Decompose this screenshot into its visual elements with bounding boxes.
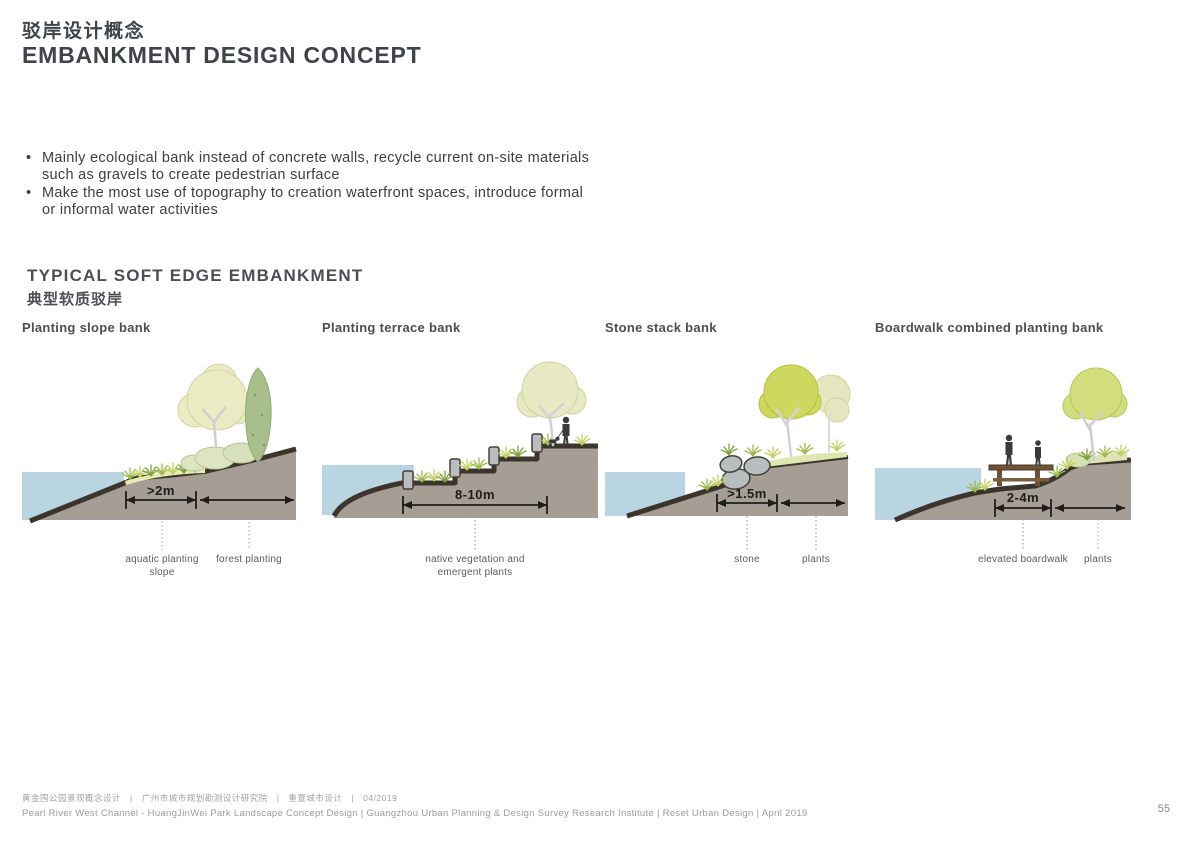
- footer: 黄金围公园景观概念设计 | 广州市城市规划勘测设计研究院 | 重置城市设计 | …: [22, 792, 808, 819]
- diagram-card-planting-slope-bank: Planting slope bank: [22, 318, 300, 593]
- person-icon: [1035, 440, 1041, 465]
- round-tree-icon: [1062, 367, 1128, 462]
- planting-terrace-bank-diagram: 8-10m: [322, 361, 598, 550]
- section-title-en: TYPICAL SOFT EDGE EMBANKMENT: [27, 266, 364, 285]
- footer-line-en: Pearl River West Channel - HuangJinWei P…: [22, 808, 808, 819]
- stacked-stones: [719, 455, 771, 490]
- soil-band-lower: [626, 482, 726, 519]
- dimension-value: >1.5m: [727, 486, 767, 501]
- planting-slope-bank-diagram: >2m: [22, 363, 297, 550]
- soil-band: [893, 457, 1131, 523]
- round-tree-icon: [177, 363, 254, 449]
- page-title-zh: 驳岸设计概念: [22, 21, 146, 42]
- dimension: [402, 496, 548, 514]
- cypress-tree-icon: [245, 367, 272, 463]
- earth: [334, 446, 598, 518]
- person-icon: [1005, 434, 1013, 465]
- page-number: 55: [1157, 803, 1170, 815]
- section-title-zh: 典型软质驳岸: [27, 291, 124, 308]
- person-icon: [556, 416, 570, 446]
- diagram-label: forest planting: [216, 554, 282, 565]
- leader-lines: [1022, 515, 1099, 550]
- diagram-label: stone: [734, 554, 760, 565]
- leader-lines: [161, 505, 250, 550]
- dimension: [994, 499, 1125, 517]
- bullet-item: Mainly ecological bank instead of concre…: [24, 150, 594, 184]
- round-tree-icon: [516, 361, 587, 447]
- bullet-item: Make the most use of topography to creat…: [24, 185, 594, 219]
- pale-tree-icon: [811, 374, 851, 452]
- dimension-value: 2-4m: [1007, 490, 1039, 505]
- diagram-title: Planting terrace bank: [322, 320, 461, 335]
- diagram-card-planting-terrace-bank: Planting terrace bank: [322, 318, 598, 593]
- stone-posts: [402, 433, 543, 490]
- diagram-card-stone-stack-bank: Stone stack bank: [605, 318, 867, 593]
- diagram-label: native vegetation and emergent plants: [425, 554, 525, 578]
- diagram-card-boardwalk-planting-bank: Boardwalk combined planting bank: [875, 318, 1131, 593]
- dimension: [716, 494, 845, 512]
- boardwalk-planting-bank-diagram: 2-4m: [875, 367, 1131, 550]
- diagram-title: Stone stack bank: [605, 320, 717, 335]
- page-title-en: EMBANKMENT DESIGN CONCEPT: [22, 42, 422, 68]
- diagram-label: plants: [802, 554, 830, 565]
- diagram-title: Boardwalk combined planting bank: [875, 320, 1104, 335]
- diagram-title: Planting slope bank: [22, 320, 151, 335]
- diagram-label: elevated boardwalk: [978, 554, 1068, 565]
- stone-stack-bank-diagram: >1.5m: [605, 364, 851, 550]
- footer-line-zh: 黄金围公园景观概念设计 | 广州市城市规划勘测设计研究院 | 重置城市设计 | …: [22, 793, 398, 803]
- diagram-label: aquatic planting slope: [125, 554, 199, 578]
- dimension-value: >2m: [147, 483, 175, 498]
- dimension: [125, 491, 294, 509]
- dog-icon: [549, 436, 560, 446]
- grass-band: [763, 452, 847, 467]
- bullet-list: Mainly ecological bank instead of concre…: [24, 150, 594, 220]
- diagram-label: plants: [1084, 554, 1112, 565]
- leader-lines: [746, 508, 817, 550]
- boardwalk: [988, 464, 1054, 486]
- dimension-value: 8-10m: [455, 487, 495, 502]
- yellow-green-tree-icon: [758, 364, 822, 458]
